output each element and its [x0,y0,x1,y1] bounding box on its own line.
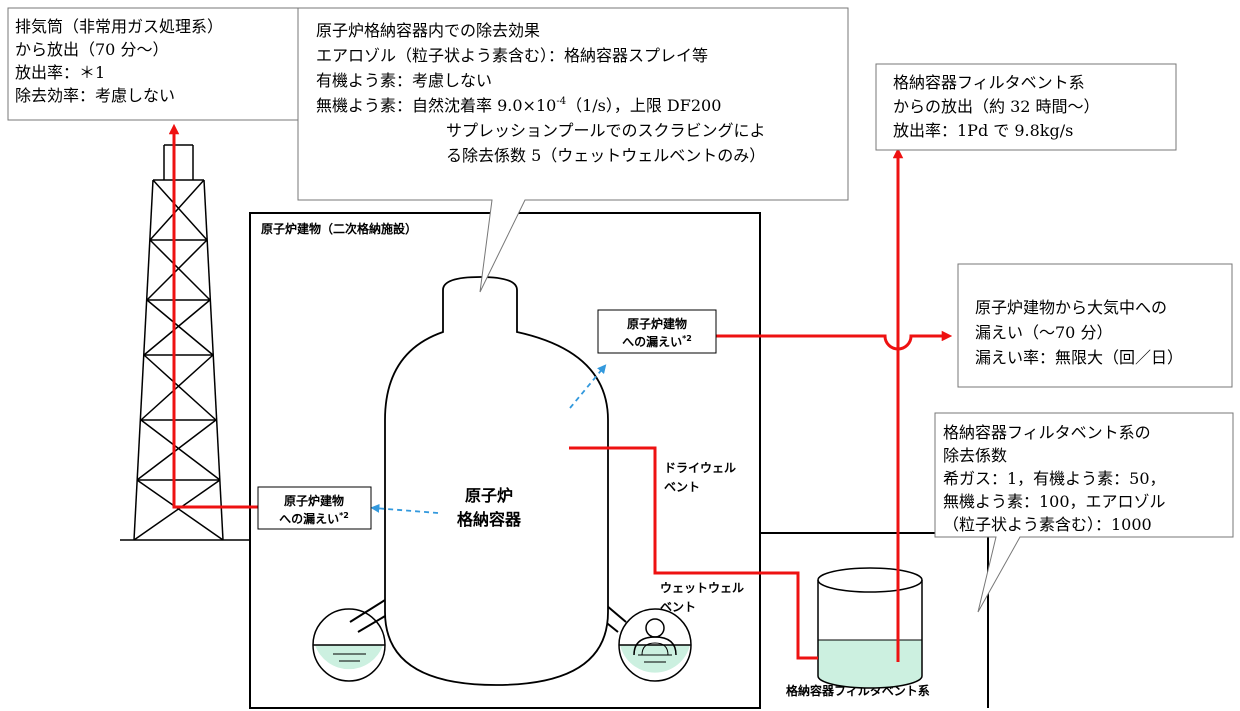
svg-text:無機よう素：100，エアロゾル: 無機よう素：100，エアロゾル [943,492,1166,511]
reactor-building-label: 原子炉建物（二次格納施設） [261,221,417,236]
svg-text:漏えい率：無限大（回／日）: 漏えい率：無限大（回／日） [975,348,1183,367]
svg-text:原子炉建物から大気中への: 原子炉建物から大気中への [975,298,1167,317]
drywell-vent-label-1: ドライウェル [664,461,736,475]
svg-text:放出率：1Pd で 9.8kg/s: 放出率：1Pd で 9.8kg/s [893,121,1073,140]
svg-text:（粒子状よう素含む）：1000: （粒子状よう素含む）：1000 [943,515,1152,534]
svg-text:原子炉格納容器内での除去効果: 原子炉格納容器内での除去効果 [316,21,540,40]
filter-tank [817,567,923,689]
drywell-vent-path [569,446,818,660]
leak-box-upper: 原子炉建物 への漏えい*2 [597,309,717,354]
svg-text:有機よう素：考慮しない: 有機よう素：考慮しない [316,71,492,90]
filter-release-note: 格納容器フィルタベント系 からの放出（約 32 時間～） 放出率：1Pd で 9… [875,63,1177,151]
svg-text:サプレッションプールでのスクラビングによ: サプレッションプールでのスクラビングによ [446,121,766,140]
containment-removal-note: 原子炉格納容器内での除去効果 エアロゾル（粒子状よう素含む）：格納容器スプレイ等… [297,7,849,293]
svg-text:エアロゾル（粒子状よう素含む）：格納容器スプレイ等: エアロゾル（粒子状よう素含む）：格納容器スプレイ等 [316,46,708,65]
svg-text:る除去係数 5（ウェットウェルベントのみ）: る除去係数 5（ウェットウェルベントのみ） [446,146,765,165]
release-paths [168,123,953,662]
svg-text:除去効率：考慮しない: 除去効率：考慮しない [15,86,175,105]
leak-box-left: 原子炉建物 への漏えい*2 [257,486,372,530]
svg-text:への漏えい*2: への漏えい*2 [279,511,349,526]
suppression-pool-left [312,599,393,682]
stack-release-note: 排気筒（非常用ガス処理系） から放出（70 分～） 放出率：＊1 除去効率：考慮… [7,7,299,121]
exhaust-stack [120,144,250,541]
svg-text:除去係数: 除去係数 [943,446,1007,465]
building-leak-note: 原子炉建物から大気中への 漏えい（～70 分） 漏えい率：無限大（回／日） [957,263,1233,388]
containment-label-2: 格納容器 [457,510,522,529]
svg-text:漏えい（～70 分）: 漏えい（～70 分） [975,323,1112,342]
building-leak-path [716,330,953,351]
svg-text:原子炉建物: 原子炉建物 [284,493,344,508]
svg-text:格納容器フィルタベント系: 格納容器フィルタベント系 [893,73,1085,92]
containment-vessel [384,276,609,686]
leak-arrow-left [370,503,439,514]
svg-text:無機よう素：自然沈着率 9.0×10-4（1/s），上限 D: 無機よう素：自然沈着率 9.0×10-4（1/s），上限 DF200 [316,96,721,115]
svg-text:希ガス：1，有機よう素：50，: 希ガス：1，有機よう素：50， [943,469,1166,488]
wetwell-vent-label-2: ベント [660,600,696,614]
filter-df-note: 格納容器フィルタベント系の 除去係数 希ガス：1，有機よう素：50， 無機よう素… [934,412,1234,613]
svg-text:原子炉建物: 原子炉建物 [627,316,687,331]
svg-text:から放出（70 分～）: から放出（70 分～） [15,40,168,59]
svg-text:格納容器フィルタベント系の: 格納容器フィルタベント系の [943,423,1151,442]
svg-text:排気筒（非常用ガス処理系）: 排気筒（非常用ガス処理系） [15,17,223,36]
svg-text:への漏えい*2: への漏えい*2 [622,334,692,349]
stack-release-path [168,123,258,509]
svg-text:放出率：＊1: 放出率：＊1 [15,63,105,82]
wetwell-vent-label-1: ウェットウェル [660,581,744,595]
containment-label-1: 原子炉 [465,486,513,505]
svg-text:からの放出（約 32 時間～）: からの放出（約 32 時間～） [893,97,1100,116]
drywell-vent-label-2: ベント [664,480,700,494]
